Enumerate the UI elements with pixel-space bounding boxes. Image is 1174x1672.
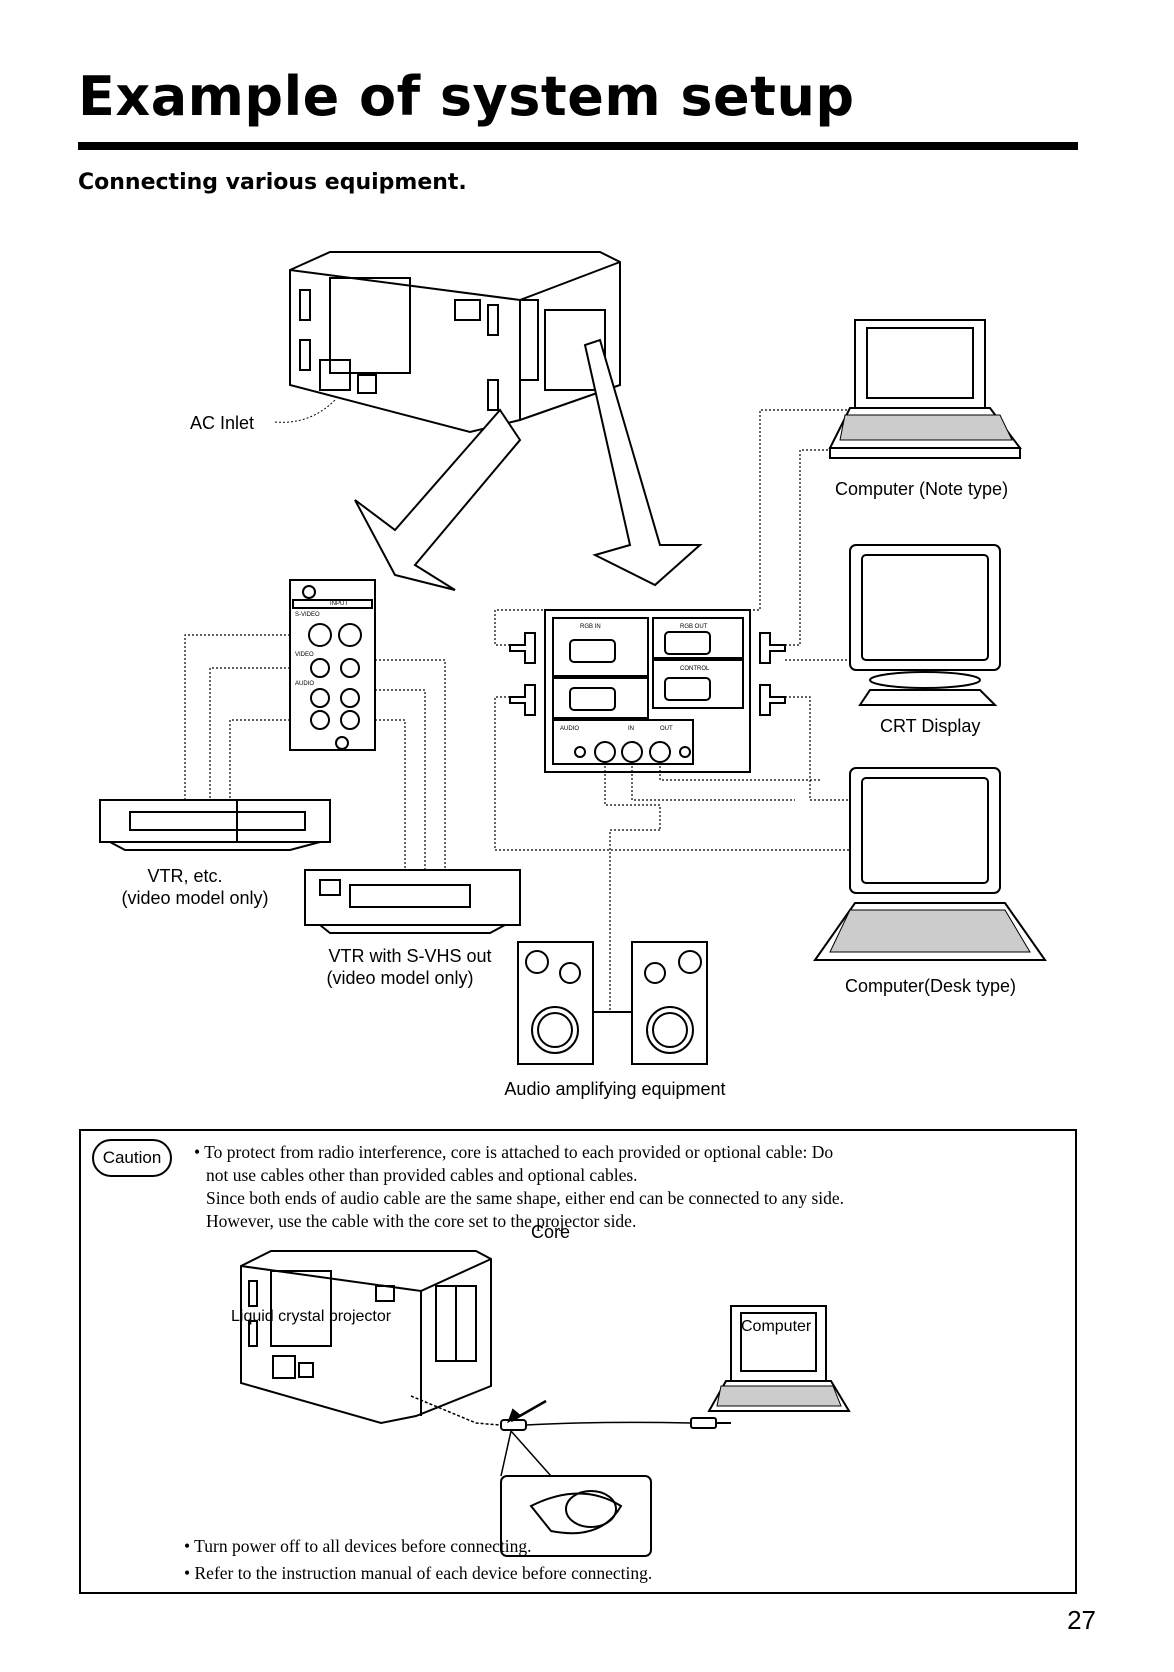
- vtr-illustration: [99, 799, 331, 851]
- caution-box: Caution • To protect from radio interfer…: [79, 1129, 1077, 1594]
- title-rule: [78, 142, 1078, 150]
- connection-cables: [184, 409, 850, 1010]
- small-computer-illustration: [707, 1305, 851, 1412]
- caution-line-2: not use cables other than provided cable…: [206, 1165, 638, 1185]
- svhs-vtr-illustration: [304, 869, 521, 934]
- computer-desk-label: Computer(Desk type): [845, 976, 1017, 996]
- panel-control-label: CONTROL: [680, 666, 710, 672]
- page-title: Example of system setup: [78, 65, 855, 128]
- vtr-etc-note: (video model only): [121, 888, 269, 908]
- desktop-computer-illustration: [813, 767, 1047, 961]
- projector-label: Liquid crystal projector: [231, 1308, 392, 1325]
- system-setup-diagram: INPUT S-VIDEO VIDEO AUDIO RGB IN RGB OUT…: [99, 251, 1047, 1065]
- core-label: Core: [531, 1222, 571, 1242]
- audio-equipment-label: Audio amplifying equipment: [504, 1079, 726, 1099]
- caution-badge: Caution: [92, 1139, 172, 1177]
- caution-line-3: Since both ends of audio cable are the s…: [206, 1188, 845, 1208]
- panel-audio-label: AUDIO: [295, 681, 314, 687]
- panel-input-label: INPUT: [330, 601, 348, 607]
- panel-rgbin-label: RGB IN: [580, 624, 601, 630]
- bullet-power-off: • Turn power off to all devices before c…: [184, 1536, 532, 1556]
- panel-out-label: OUT: [660, 726, 673, 732]
- computer-label: Computer: [741, 1318, 812, 1335]
- core-connection-diagram: [240, 1250, 851, 1557]
- crt-display-illustration: [849, 544, 1001, 706]
- ac-inlet-label: AC Inlet: [190, 413, 255, 433]
- caution-line-4: However, use the cable with the core set…: [206, 1211, 637, 1231]
- panel-in-label: IN: [628, 726, 634, 732]
- ac-inlet-leader: [274, 399, 336, 423]
- crt-display-label: CRT Display: [880, 716, 981, 736]
- svhs-vtr-label: VTR with S-VHS out: [328, 946, 492, 966]
- video-input-panel: INPUT S-VIDEO VIDEO AUDIO: [289, 579, 376, 751]
- audio-speakers-illustration: [517, 941, 708, 1065]
- arrow-right: [583, 338, 703, 587]
- vtr-etc-label: VTR, etc.: [147, 866, 223, 886]
- notebook-computer-illustration: [828, 319, 1022, 459]
- panel-rgbout-label: RGB OUT: [680, 624, 708, 630]
- projector-illustration: [289, 251, 621, 434]
- rgb-panel: RGB IN RGB OUT CONTROL AUDIO IN OUT: [509, 609, 786, 773]
- computer-note-label: Computer (Note type): [835, 479, 1009, 499]
- panel-video-label: VIDEO: [295, 652, 314, 658]
- arrow-left: [354, 408, 522, 591]
- svhs-vtr-note: (video model only): [326, 968, 474, 988]
- core-pointer-arrow: [510, 1399, 547, 1423]
- core-detail-box: [500, 1475, 652, 1557]
- page-number: 27: [1067, 1605, 1096, 1635]
- small-projector-illustration: [240, 1250, 492, 1425]
- section-subtitle: Connecting various equipment.: [78, 170, 467, 195]
- bullet-manual: • Refer to the instruction manual of eac…: [184, 1563, 653, 1583]
- panel-svideo-label: S-VIDEO: [295, 612, 320, 618]
- caution-line-1: • To protect from radio interference, co…: [194, 1142, 834, 1162]
- panel-audio-in-label: AUDIO: [560, 726, 579, 732]
